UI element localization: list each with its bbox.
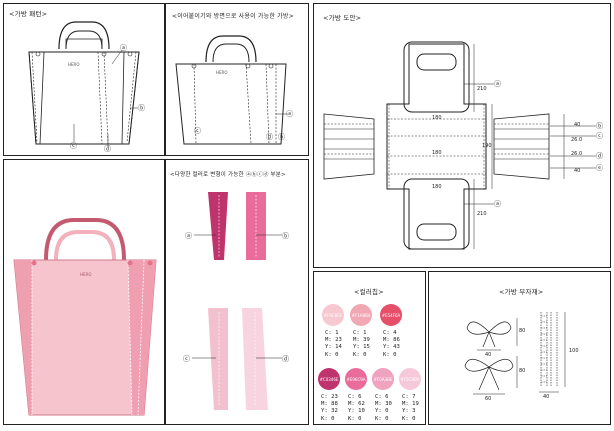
cmyk-values: C: 1 M: 39 Y: 15 K: 0 <box>353 330 370 358</box>
marker-b: ⓑ <box>138 104 145 112</box>
dim-h-mid: 190 <box>482 143 492 149</box>
cmyk-values: C: 6 M: 30 Y: 0 K: 0 <box>375 394 392 422</box>
panel-colors: <컬러칩> #F6C8CF C: 1 M: 23 Y: 14 K: 0 #F1A8B… <box>313 271 426 425</box>
panel-title: <이어붙이기와 방면으로 사용이 가능한 가방> <box>172 13 294 20</box>
dim-top: 210 <box>477 86 487 92</box>
cmyk-values: C: 7 M: 19 Y: 3 K: 0 <box>402 394 419 422</box>
cmyk-values: C: 23 M: 88 Y: 32 K: 0 <box>321 394 338 422</box>
cmyk-values: C: 4 M: 86 Y: 43 K: 0 <box>383 330 400 358</box>
marker-d: ⓓ <box>596 152 603 160</box>
marker-c: ⓒ <box>596 132 603 140</box>
marker-b: ⓑ <box>596 122 603 130</box>
bag-line-drawing <box>28 21 140 147</box>
dim-bow-w1: 40 <box>485 352 492 358</box>
panel-bag-design: <가방 패턴> HERO ⓐ ⓑ ⓒ ⓓ <box>3 3 165 156</box>
dim-r2: 26.0 <box>571 137 583 143</box>
accessory-drawing <box>464 312 566 395</box>
cmyk-values: C: 6 M: 62 Y: 10 K: 0 <box>348 394 365 422</box>
panel-title: <다양한 컬러로 변형이 가능한 ⓐⓑⓒⓓ 부분> <box>170 172 286 178</box>
marker-d: ⓓ <box>266 133 273 141</box>
dim-w1: 180 <box>432 115 442 121</box>
color-swatch: #C0346E <box>318 368 340 390</box>
marker-a: ⓐ <box>185 232 192 240</box>
dim-w3: 180 <box>432 184 442 190</box>
dim-r3: 26.0 <box>571 151 583 157</box>
marker-d: ⓓ <box>282 355 289 363</box>
color-swatch: #F5C9DA <box>399 368 421 390</box>
dim-lace-h: 100 <box>569 348 579 354</box>
marker-a: ⓐ <box>286 110 293 118</box>
bag-color-drawing <box>13 218 157 416</box>
color-swatch: #F6C8CF <box>322 304 344 326</box>
bag-variant-drawing <box>175 35 288 145</box>
panel-title: <가방 패턴> <box>9 10 48 18</box>
dim-bow-w2: 60 <box>485 396 492 402</box>
brand-text: HERO <box>80 272 92 277</box>
panel-title: <가방 부자재> <box>499 288 544 296</box>
color-swatch: #F1A8B4 <box>350 304 372 326</box>
marker-e: ⓔ <box>596 164 603 172</box>
color-swatch: #E96C9A <box>345 368 367 390</box>
dim-r1: 40 <box>574 122 581 128</box>
dim-lace-w: 40 <box>543 394 550 400</box>
pattern-drawing <box>323 41 596 250</box>
panel-accessories: <가방 부자재> 80 40 80 60 100 40 <box>428 271 611 425</box>
dim-bow-h2: 80 <box>519 368 526 374</box>
marker-c: ⓒ <box>70 142 77 150</box>
panel-bag-variant: <이어붙이기와 방면으로 사용이 가능한 가방> HERO ⓐ ⓒ ⓓ ⓑ <box>165 3 309 156</box>
panel-bag-render: HERO <box>3 159 165 425</box>
dim-bottom: 210 <box>477 211 487 217</box>
panel-title: <가방 도안> <box>323 14 362 22</box>
marker-a: ⓐ <box>120 44 127 52</box>
dim-r4: 40 <box>574 168 581 174</box>
dim-bow-h1: 80 <box>519 328 526 334</box>
panel-bag-pattern: <가방 도안> <box>313 3 611 268</box>
dim-w2: 180 <box>432 150 442 156</box>
panel-title: <컬러칩> <box>354 288 384 296</box>
color-swatch: #F0A3BE <box>372 368 394 390</box>
parts-drawing <box>192 192 282 410</box>
brand-text: HERO <box>216 70 228 75</box>
brand-text: HERO <box>68 62 80 67</box>
color-swatch: #E54F6A <box>380 304 402 326</box>
marker-a: ⓐ <box>494 80 501 88</box>
marker-bottom: ⓐ <box>494 200 501 208</box>
marker-b: ⓑ <box>278 133 285 141</box>
marker-c: ⓒ <box>194 127 201 135</box>
cmyk-values: C: 1 M: 23 Y: 14 K: 0 <box>325 330 342 358</box>
marker-c: ⓒ <box>183 355 190 363</box>
marker-d: ⓓ <box>104 145 111 153</box>
marker-b: ⓑ <box>282 232 289 240</box>
panel-bag-parts: <다양한 컬러로 변형이 가능한 ⓐⓑⓒⓓ 부분> ⓐ ⓑ ⓒ ⓓ <box>165 159 309 425</box>
